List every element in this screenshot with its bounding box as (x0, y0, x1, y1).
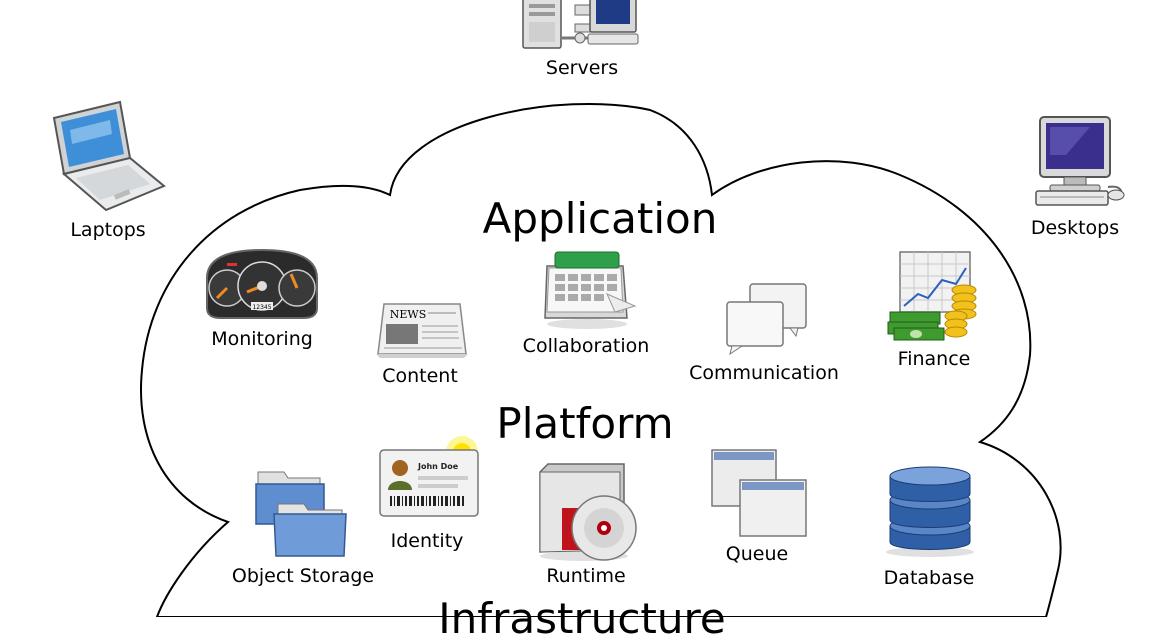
cloud-shape (140, 102, 1062, 617)
queue-label: Queue (725, 543, 789, 565)
platform-layer-title: Platform (496, 399, 674, 448)
folders-icon (255, 471, 347, 557)
calendar-icon (544, 251, 637, 329)
laptop-icon (52, 100, 166, 212)
application-layer-title: Application (482, 194, 718, 243)
desktop-icon (1035, 116, 1125, 206)
dashboard-gauge-icon: 12345 (206, 248, 318, 319)
software-box-icon (539, 463, 637, 561)
chat-bubbles-icon (726, 283, 807, 356)
gauge-readout: 12345 (252, 304, 271, 311)
runtime-label: Runtime (546, 565, 626, 587)
id-card-name: John Doe (417, 462, 459, 471)
news-text: NEWS (390, 308, 427, 321)
servers-label: Servers (545, 57, 619, 79)
stacked-windows-icon (711, 449, 807, 537)
id-card-icon: John Doe (379, 436, 479, 517)
finance-label: Finance (897, 348, 971, 370)
database-label: Database (883, 567, 975, 589)
newspaper-icon: NEWS (376, 303, 468, 358)
object-storage-label: Object Storage (231, 565, 375, 587)
server-icon (522, 0, 639, 49)
infrastructure-layer-title: Infrastructure (438, 594, 726, 643)
monitoring-label: Monitoring (211, 328, 313, 350)
laptops-label: Laptops (70, 219, 146, 241)
identity-label: Identity (390, 530, 464, 552)
cloud-computing-diagram: Servers Laptops Desktops Application Pla… (52, 0, 1125, 643)
collaboration-label: Collaboration (522, 335, 650, 357)
content-label: Content (382, 365, 458, 387)
desktops-label: Desktops (1030, 217, 1120, 239)
finance-icon (887, 251, 977, 341)
communication-label: Communication (689, 362, 839, 384)
database-icon (886, 466, 974, 557)
